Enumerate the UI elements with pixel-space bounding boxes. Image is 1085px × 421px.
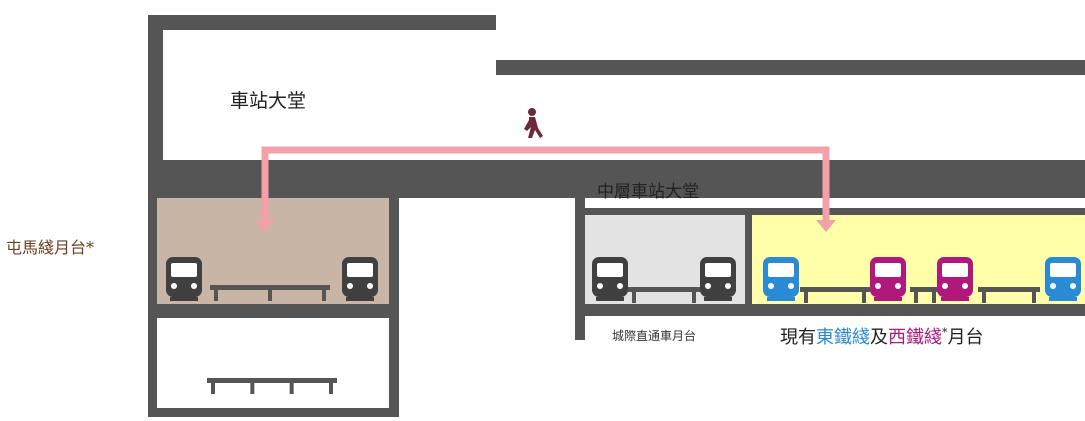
train-front-icon xyxy=(763,257,799,301)
train-front-icon xyxy=(166,257,202,301)
mid-concourse-floor xyxy=(580,208,1085,215)
tuen-ma-floor-slab xyxy=(148,304,399,318)
platform-bench-icon xyxy=(210,285,330,301)
concourse-label: 車站大堂 xyxy=(230,90,307,112)
platform-bench-icon xyxy=(628,287,700,303)
train-front-icon xyxy=(342,257,378,301)
footnote-mark: * xyxy=(942,326,948,339)
mid-concourse-ceiling xyxy=(575,180,1085,198)
train-front-icon xyxy=(937,257,973,301)
interchange-route xyxy=(255,146,836,232)
station-structure xyxy=(148,15,1085,417)
platform-bench-icon xyxy=(800,287,870,303)
existing-prefix: 現有 xyxy=(780,327,816,348)
platform-bench-icon xyxy=(207,378,337,394)
train-front-icon xyxy=(870,257,906,301)
left-outer-wall xyxy=(148,160,157,417)
platform-bench-icon xyxy=(978,287,1040,303)
existing-floor-slab xyxy=(575,304,1085,316)
existing-platform-label: 現有東鐵綫及西鐵綫*月台 xyxy=(780,327,984,347)
mid-concourse-label: 中層車站大堂 xyxy=(597,182,699,202)
down-arrow-icon xyxy=(816,220,836,232)
platform-divider-wall xyxy=(745,215,752,304)
concourse-floor-slab xyxy=(148,160,575,198)
down-arrow-icon xyxy=(255,220,275,232)
conjunction-text: 及 xyxy=(870,327,888,348)
tuen-ma-platform-label: 屯馬綫月台* xyxy=(6,238,95,257)
route-line xyxy=(261,146,830,222)
train-front-icon xyxy=(700,257,736,301)
train-front-icon xyxy=(592,257,628,301)
existing-suffix: 月台 xyxy=(947,327,984,348)
east-rail-line-name: 東鐵綫 xyxy=(816,327,870,348)
roof-slab xyxy=(148,15,1085,160)
mid-left-wall xyxy=(575,180,585,340)
platform-bench-icon xyxy=(910,287,940,303)
train-front-icon xyxy=(1045,257,1081,301)
cross-boundary-platform-label: 城際直通車月台 xyxy=(612,329,697,343)
lower-level-slab xyxy=(148,408,399,417)
walking-person-icon xyxy=(524,108,543,138)
west-rail-line-name: 西鐵綫 xyxy=(888,327,942,348)
